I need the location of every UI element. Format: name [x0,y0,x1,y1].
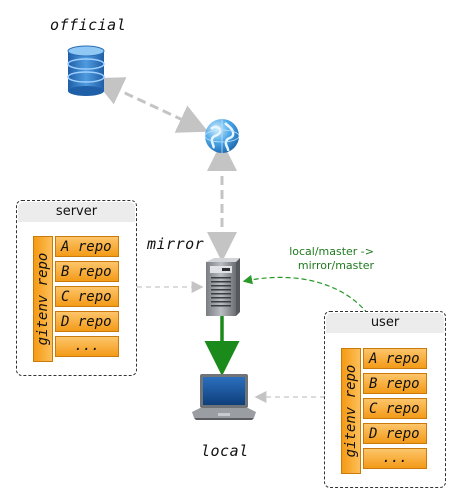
database-icon [66,45,106,97]
user-gitenv-repo: gitenv repo [341,348,361,474]
user-panel: user gitenv repo A repo B repo C repo D … [324,311,446,488]
sync-note: local/master -> mirror/master [262,245,374,273]
server-gitenv-label: gitenv repo [35,252,51,346]
user-gitenv-label: gitenv repo [343,364,359,458]
user-repo-b: B repo [363,373,427,394]
server-repo-more: ... [55,336,119,357]
server-panel: server gitenv repo A repo B repo C repo … [16,200,137,376]
official-globe-link [92,77,209,133]
sync-note-line2: mirror/master [297,259,374,272]
server-repo-b: B repo [55,261,119,282]
mirror-label: mirror [147,235,205,253]
user-panel-title: user [326,313,444,333]
sync-arrow [242,274,369,315]
server-gitenv-repo: gitenv repo [33,236,53,362]
server-tower-icon [206,258,240,316]
user-repo-d: D repo [363,423,427,444]
laptop-icon [190,372,258,422]
local-label: local [201,442,249,460]
server-repo-c: C repo [55,286,119,307]
user-repo-a: A repo [363,348,427,369]
user-repo-more: ... [363,448,427,469]
globe-icon [203,117,241,155]
server-repo-d: D repo [55,311,119,332]
official-label: official [50,16,127,34]
server-panel-title: server [18,202,135,222]
user-repo-c: C repo [363,398,427,419]
sync-note-line1: local/master -> [289,245,374,258]
server-repo-a: A repo [55,236,119,257]
